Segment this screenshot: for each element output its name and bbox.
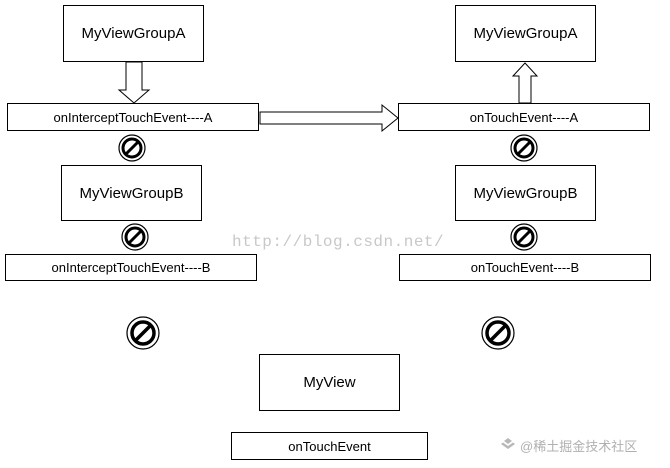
down-arrow-icon: [117, 61, 151, 104]
logo-icon: [501, 438, 515, 449]
prohibited-icon: [510, 223, 538, 251]
left-myviewgroup-a: MyViewGroupA: [63, 5, 204, 62]
myview-ontouchevent: onTouchEvent: [231, 432, 428, 460]
prohibited-icon: [510, 134, 538, 162]
logo-text: @稀土掘金技术社区: [520, 439, 638, 454]
prohibited-icon: [481, 316, 515, 350]
up-arrow-icon: [511, 62, 539, 104]
right-arrow-icon: [259, 103, 399, 133]
prohibited-icon: [118, 134, 146, 162]
left-intercept-b: onInterceptTouchEvent----B: [5, 254, 257, 281]
right-myviewgroup-a: MyViewGroupA: [455, 5, 596, 62]
right-ontouchevent-a: onTouchEvent----A: [398, 103, 650, 131]
right-myviewgroup-b: MyViewGroupB: [455, 165, 596, 221]
right-ontouchevent-b: onTouchEvent----B: [399, 254, 651, 281]
left-myviewgroup-b: MyViewGroupB: [61, 165, 202, 221]
prohibited-icon: [121, 223, 149, 251]
myview-box: MyView: [259, 354, 400, 411]
left-intercept-a: onInterceptTouchEvent----A: [7, 103, 259, 131]
prohibited-icon: [126, 316, 160, 350]
watermark-text: http://blog.csdn.net/: [232, 233, 445, 251]
